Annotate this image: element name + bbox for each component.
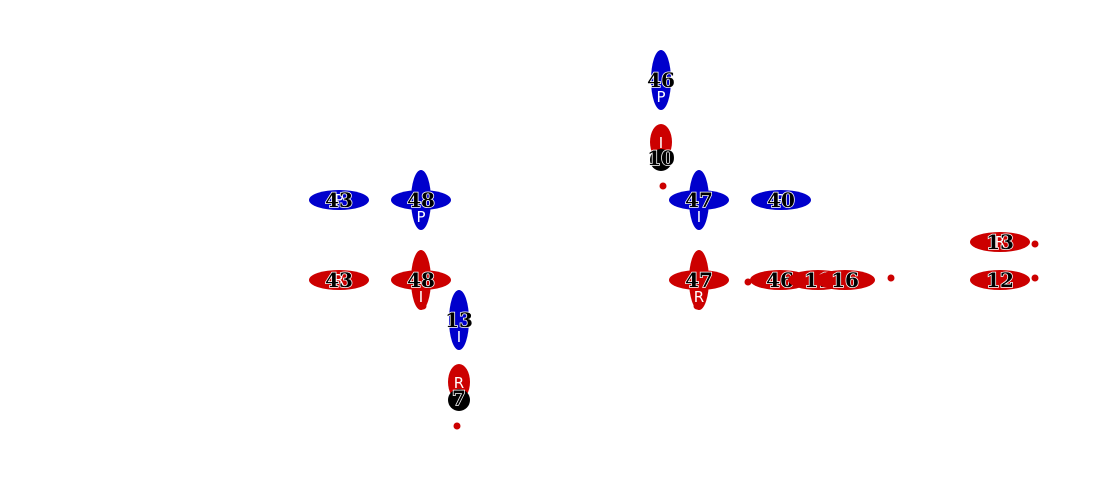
glyph-dot xyxy=(1031,274,1039,282)
glyph-core xyxy=(650,149,672,171)
glyph-sublabel: I xyxy=(659,134,663,152)
glyph-label: 13 xyxy=(445,308,473,332)
glyph-g6: R40 xyxy=(751,187,811,213)
glyph-sublabel: P xyxy=(416,208,425,226)
glyph-sublabel: I xyxy=(419,288,423,306)
glyph-body xyxy=(815,270,875,290)
glyph-g16: 12 xyxy=(970,267,1039,293)
glyph-g3: P46 xyxy=(646,50,676,110)
glyph-sublabel: P xyxy=(656,88,665,106)
glyph-body xyxy=(309,270,369,290)
glyph-dot xyxy=(693,302,701,310)
glyph-dot xyxy=(887,274,895,282)
glyph-sublabel: R xyxy=(454,374,464,392)
glyph-body xyxy=(970,270,1030,290)
glyph-label: 48 xyxy=(407,268,435,292)
glyph-g1: P43 xyxy=(309,187,369,213)
glyph-sublabel: R xyxy=(776,191,786,209)
glyph-label: 48 xyxy=(407,188,435,212)
glyph-body xyxy=(751,190,811,210)
glyph-label: 43 xyxy=(325,268,353,292)
glyph-dot xyxy=(659,182,667,190)
glyph-sublabel: R xyxy=(995,233,1005,251)
glyph-label: 13 xyxy=(986,230,1014,254)
glyph-body-v xyxy=(411,250,431,310)
glyph-g5: I47 xyxy=(669,170,729,230)
glyph-dot xyxy=(744,278,752,286)
glyph-core xyxy=(448,389,470,411)
glyph-label: 10 xyxy=(647,146,675,170)
glyph-g2: P48 xyxy=(391,170,451,230)
glyph-body xyxy=(309,190,369,210)
glyph-g7: R43 xyxy=(309,267,369,293)
glyph-dot xyxy=(453,422,461,430)
glyph-label: 16 xyxy=(831,268,859,292)
glyph-label: 47 xyxy=(685,268,713,292)
glyph-g10: R7 xyxy=(448,364,470,430)
glyph-body xyxy=(970,232,1030,252)
glyph-sublabel: R xyxy=(334,271,344,289)
glyph-g9: I13 xyxy=(444,290,474,350)
glyph-g8: I48 xyxy=(391,250,451,310)
glyph-body-v xyxy=(689,170,709,230)
glyph-g14: 16 xyxy=(815,267,895,293)
glyph-dot xyxy=(419,302,427,310)
glyph-sublabel: P xyxy=(334,191,343,209)
glyph-label: 7 xyxy=(452,386,466,410)
glyph-body xyxy=(651,50,671,110)
glyph-body-v xyxy=(411,170,431,230)
glyph-sublabel: I xyxy=(697,208,701,226)
glyph-g4: I10 xyxy=(646,124,676,190)
glyph-body xyxy=(449,290,469,350)
glyph-body-v xyxy=(689,250,709,310)
glyph-label: 40 xyxy=(767,188,795,212)
glyph-dot xyxy=(1031,240,1039,248)
glyph-label: 43 xyxy=(325,188,353,212)
glyph-sublabel: R xyxy=(694,288,704,306)
glyph-sublabel: I xyxy=(457,328,461,346)
glyph-g11: R47 xyxy=(669,250,729,310)
glyph-g15: R13 xyxy=(970,229,1039,255)
marker-dot xyxy=(714,278,722,286)
glyph-label: 12 xyxy=(986,268,1014,292)
glyph-label: 46 xyxy=(647,68,675,92)
glyph-label: 47 xyxy=(685,188,713,212)
